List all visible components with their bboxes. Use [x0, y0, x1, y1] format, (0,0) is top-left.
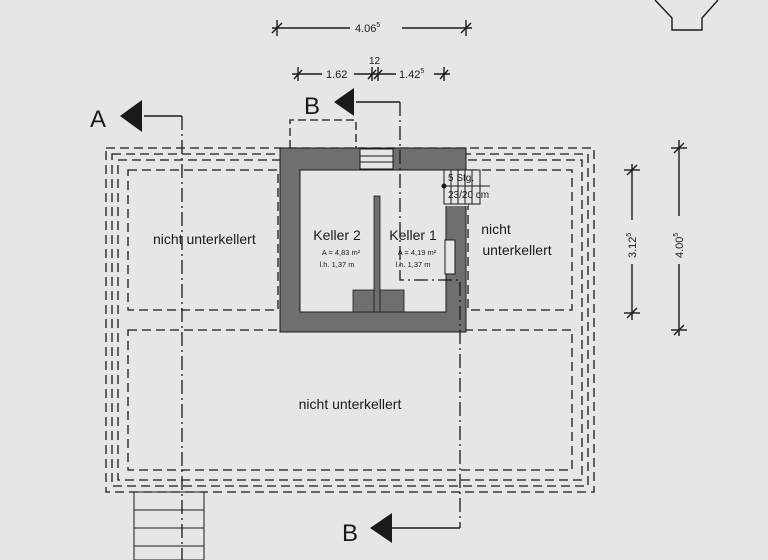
room-keller2-area: A = 4,83 m² [322, 248, 361, 257]
section-line-b [289, 88, 461, 543]
zone-left-outline [127, 169, 279, 311]
stairs [441, 169, 490, 205]
zone-bottom-outline [127, 329, 573, 471]
room-keller1-area: A = 4,19 m² [398, 248, 437, 257]
room-keller1-name: Keller 1 [389, 227, 437, 243]
zone-left-label: nicht unterkellert [153, 231, 256, 247]
stairs-label-2: 23/20 cm [448, 190, 489, 201]
room-keller1-height: l.h. 1,37 m [395, 260, 430, 269]
section-mark-b-top: B [304, 93, 320, 120]
basement-walls [279, 147, 467, 333]
zone-right-outline [467, 169, 573, 311]
window-opening [359, 148, 394, 170]
wall-niche [444, 239, 456, 275]
section-line-a [120, 100, 183, 560]
stairs-label-1: 5 Stg. [448, 173, 474, 184]
dim-overall-width-label: 4.065 [355, 22, 380, 35]
dim-inner-height-label: 3.125 [626, 233, 639, 258]
section-mark-a: A [90, 106, 106, 133]
dim-wall-gap-label: 12 [369, 56, 381, 67]
room-keller2-name: Keller 2 [313, 227, 361, 243]
zone-right-label-1: nicht [481, 221, 511, 237]
zone-bottom-label: nicht unterkellert [299, 396, 402, 412]
dim-outer-height-label: 4.005 [673, 233, 686, 258]
section-mark-b-bottom: B [342, 520, 358, 547]
dim-left-width-label: 1.62 [326, 69, 347, 81]
dim-right-width-label: 1.425 [399, 68, 424, 81]
block-left [352, 289, 375, 313]
exterior-steps [133, 491, 205, 560]
zone-right-label-2: unterkellert [482, 242, 551, 258]
partition-wall [373, 195, 381, 313]
corner-symbol [654, 0, 719, 31]
room-keller2-height: l.h. 1,37 m [319, 260, 354, 269]
block-right [379, 289, 405, 313]
